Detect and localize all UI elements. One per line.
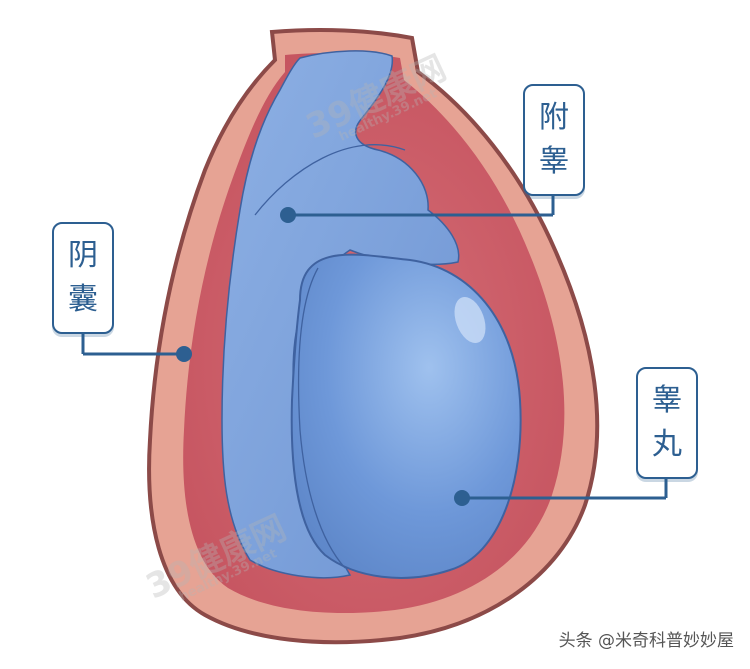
scrotum-pointer-dot bbox=[176, 346, 192, 362]
epididymis-inner-line bbox=[297, 267, 346, 569]
label-scrotum-char-2: 囊 bbox=[68, 282, 98, 317]
testis-pointer-dot bbox=[454, 490, 470, 506]
label-epididymis: 附 睾 bbox=[523, 84, 585, 196]
label-testis: 睾 丸 bbox=[636, 367, 698, 479]
label-testis-char-2: 丸 bbox=[652, 427, 682, 462]
label-epididymis-char-2: 睾 bbox=[539, 144, 569, 179]
testis-highlight bbox=[454, 296, 486, 344]
label-epididymis-char-1: 附 bbox=[539, 100, 569, 135]
author-credit: 头条 @米奇科普妙妙屋 bbox=[558, 631, 734, 651]
label-scrotum: 阴 囊 bbox=[52, 222, 114, 334]
testis-shape bbox=[290, 253, 522, 579]
label-scrotum-char-1: 阴 bbox=[68, 238, 98, 273]
epididymis-pointer-dot bbox=[280, 207, 296, 223]
label-testis-char-1: 睾 bbox=[652, 383, 682, 418]
epididymis-detail-line bbox=[254, 144, 406, 216]
